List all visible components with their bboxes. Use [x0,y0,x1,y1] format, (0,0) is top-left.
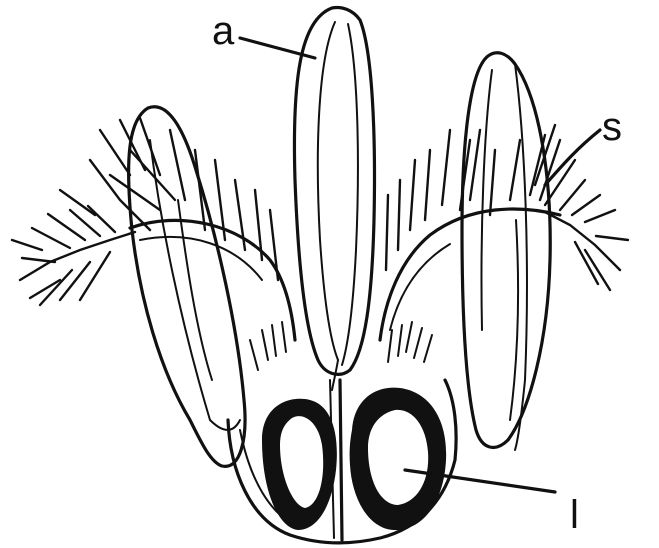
stigma-left [130,220,295,340]
basal-hairs [250,322,432,370]
anther-center [294,8,374,391]
lodicule-left [262,399,337,530]
anther-left [129,107,245,467]
anther-right [462,53,550,450]
label-l-lodicule: l [570,493,579,537]
label-s-stigma: s [602,105,622,149]
lodicule-right [350,388,447,530]
stigma-right [380,209,560,340]
feathery-stigma-hairs-left [12,118,278,305]
label-a-anther: a [212,9,235,53]
